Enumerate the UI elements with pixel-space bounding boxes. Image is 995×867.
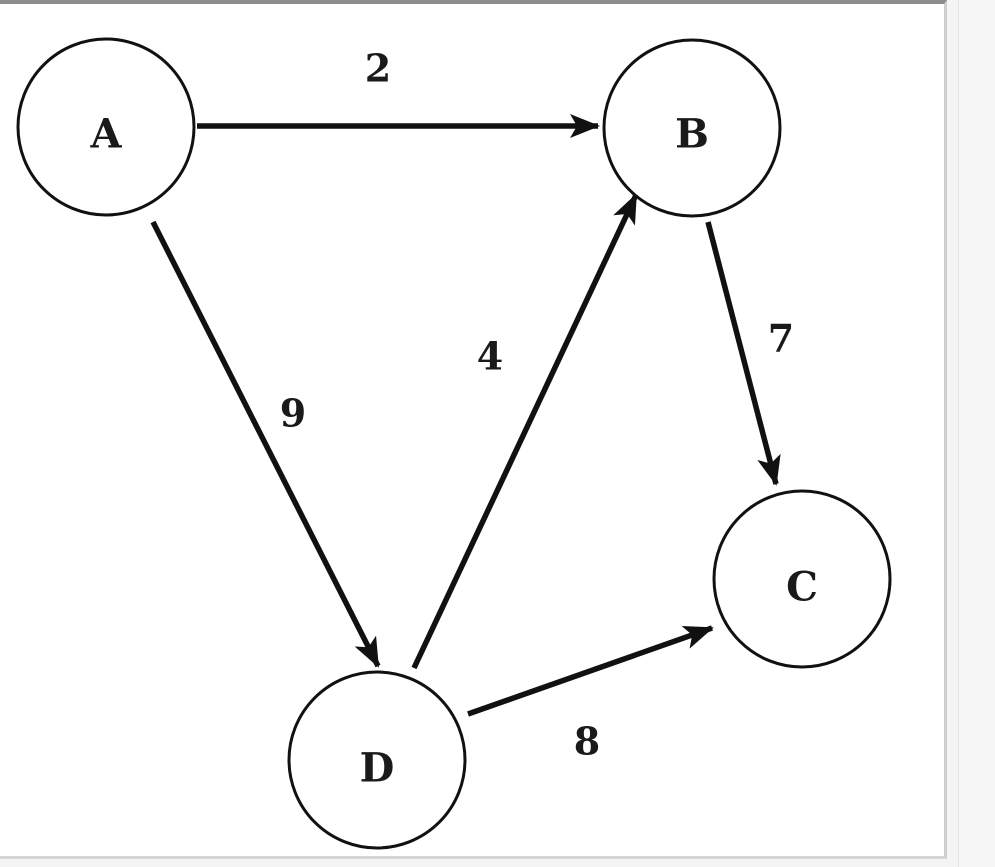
node-c: C	[712, 489, 892, 669]
node-a-label: A	[89, 111, 122, 158]
edge-d-b	[411, 193, 639, 670]
node-b-label: B	[675, 111, 709, 158]
node-d: D	[287, 670, 467, 850]
edge-b-c	[705, 221, 781, 486]
edge-weight-d-b: 4	[477, 334, 503, 379]
edge-weight-a-d: 9	[280, 391, 306, 436]
edge-weight-a-b: 2	[365, 46, 391, 91]
edge-weight-d-c: 8	[574, 719, 600, 764]
edge-d-c	[467, 625, 714, 717]
side-panel	[958, 0, 995, 867]
node-b: B	[602, 38, 782, 218]
node-c-label: C	[786, 564, 818, 611]
node-a: A	[16, 37, 196, 217]
node-d-label: D	[360, 745, 395, 792]
edge-a-d	[150, 220, 381, 668]
edge-weight-b-c: 7	[768, 316, 794, 361]
